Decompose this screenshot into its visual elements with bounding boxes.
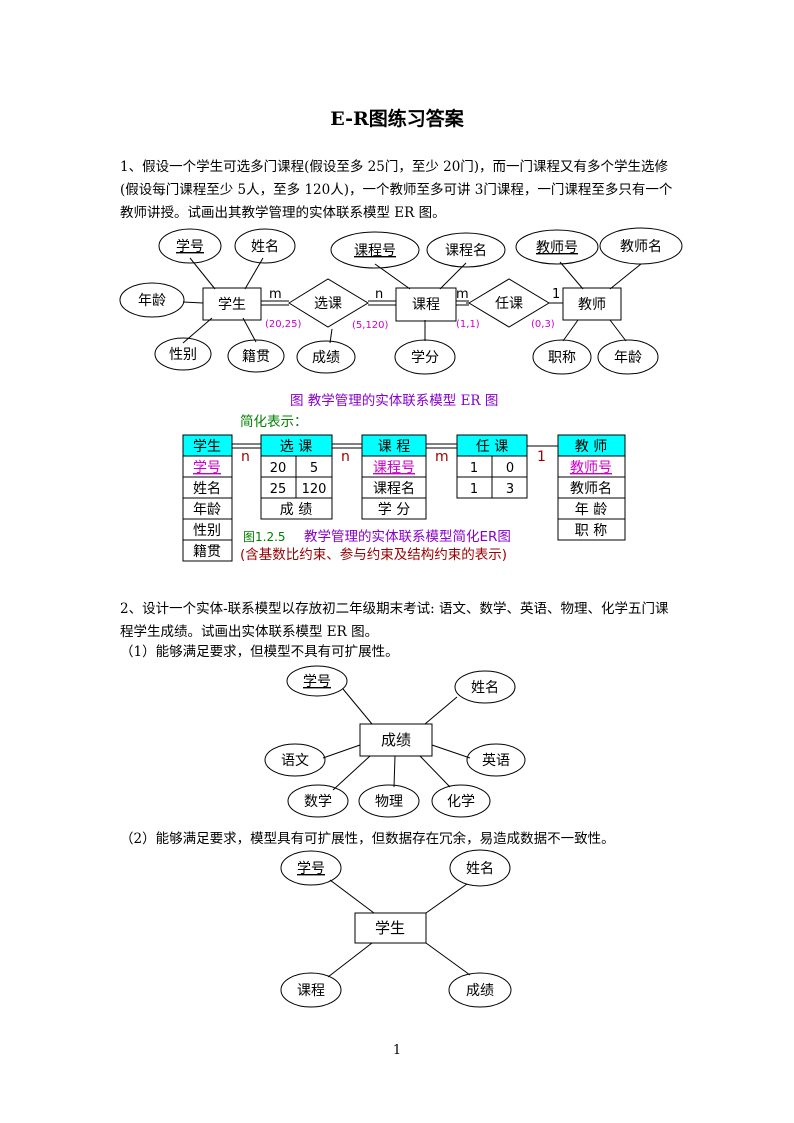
simp-caption-sub: (含基数比约束、参与约束及结构约束的表示)	[240, 546, 507, 563]
entity-student: 学生	[218, 297, 246, 313]
simp-course-row: 课程名	[373, 481, 415, 497]
simp-select-cell: 120	[302, 482, 327, 497]
star1-attr-math: 数学	[304, 794, 332, 810]
page-title: E-R图练习答案	[330, 108, 464, 130]
simp-course-row: 课程号	[373, 460, 415, 476]
simplified-label: 简化表示：	[240, 414, 308, 430]
card-n1: n	[375, 287, 383, 302]
star1-entity: 成绩	[381, 731, 411, 749]
question-2-part-1: （1）能够满足要求，但模型不具有可扩展性。	[120, 644, 399, 660]
attr-student-id: 学号	[176, 239, 204, 255]
question-1-text: 1、假设一个学生可选多门课程(假设至多 25门，至少 20门)，而一门课程又有多…	[120, 159, 673, 221]
star1-attr-physics: 物理	[375, 794, 403, 810]
simp-card-one: 1	[537, 449, 546, 465]
star1-attr-english: 英语	[482, 752, 510, 769]
attr-teacher-name: 教师名	[620, 239, 662, 255]
simp-student-row: 性别	[193, 523, 221, 539]
attr-teacher-age: 年龄	[614, 350, 642, 366]
simp-teacher-row: 职 称	[575, 523, 607, 539]
attr-student-origin: 籍贯	[242, 348, 270, 365]
simp-teach-cell: 1	[470, 482, 478, 497]
attr-student-age: 年龄	[138, 293, 166, 309]
star1-attr-name: 姓名	[471, 680, 499, 696]
card-m2: m	[456, 287, 469, 302]
er-diagram-full: 学号 姓名 年龄 性别 籍贯 成绩 课程号 课程名 学分 教师号 教师名 职称 …	[119, 227, 683, 375]
simp-card-m: m	[435, 449, 449, 465]
simp-select-cell: 20	[270, 461, 287, 476]
page-number: 1	[392, 1043, 402, 1058]
simp-course-header: 课 程	[378, 439, 410, 455]
attr-teacher-title: 职称	[548, 350, 576, 366]
attr-student-name: 姓名	[251, 239, 279, 255]
star2-attr-id: 学号	[297, 861, 325, 877]
star1-attr-id: 学号	[303, 674, 331, 690]
simp-student-header: 学生	[193, 439, 221, 455]
simp-select-footer: 成 绩	[280, 502, 312, 518]
simp-teach-header: 任 课	[476, 439, 508, 455]
er-diagram-star-1: 学号 姓名 语文 英语 数学 物理 化学 成绩	[264, 665, 526, 818]
simp-teacher-row: 教师号	[570, 460, 612, 476]
constraint-5-120: (5,120)	[352, 320, 389, 331]
simp-card-n1: n	[241, 449, 250, 465]
er-diagram-simplified: 学生 学号 姓名 年龄 性别 籍贯 选 课 20 5 25 120 成 绩 课 …	[182, 434, 626, 563]
question-2-text: 2、设计一个实体-联系模型以存放初二年级期末考试: 语文、数学、英语、物理、化学…	[120, 601, 669, 640]
simp-select-header: 选 课	[280, 439, 312, 455]
simp-student-row: 学号	[193, 460, 221, 476]
attr-credit: 学分	[411, 350, 439, 366]
constraint-20-25: (20,25)	[265, 319, 302, 330]
attr-student-sex: 性别	[169, 347, 197, 363]
er-caption: 图 教学管理的实体联系模型 ER 图	[290, 393, 499, 409]
simp-teach-cell: 3	[506, 482, 514, 497]
simp-student-row: 姓名	[193, 481, 221, 497]
entity-course: 课程	[412, 297, 440, 313]
simp-select-cell: 5	[310, 461, 318, 476]
simp-teach-cell: 0	[506, 461, 514, 476]
attr-score: 成绩	[312, 350, 340, 366]
attr-course-id: 课程号	[354, 243, 396, 259]
simp-teacher-row: 年 龄	[575, 502, 607, 518]
simp-caption-text: 教学管理的实体联系模型简化ER图	[304, 528, 511, 545]
simp-card-n2: n	[341, 449, 350, 465]
star2-entity: 学生	[375, 919, 405, 937]
star1-attr-chinese: 语文	[281, 753, 309, 769]
er-diagram-star-2: 学号 姓名 课程 成绩 学生	[280, 849, 512, 1008]
entity-teacher: 教师	[578, 297, 606, 313]
star2-attr-course: 课程	[297, 983, 325, 999]
star1-attr-chemistry: 化学	[447, 794, 475, 810]
attr-teacher-id: 教师号	[536, 240, 578, 256]
constraint-1-1: (1,1)	[456, 319, 480, 330]
question-2-part-2: （2）能够满足要求，模型具有可扩展性，但数据存在冗余，易造成数据不一致性。	[120, 831, 615, 847]
star2-attr-score: 成绩	[466, 983, 494, 999]
attr-course-name: 课程名	[445, 243, 487, 259]
constraint-0-3: (0,3)	[531, 319, 555, 330]
simp-student-row: 年龄	[193, 502, 221, 518]
simp-teacher-header: 教 师	[575, 439, 607, 455]
simp-caption-num: 图1.2.5	[243, 530, 286, 544]
simp-teach-cell: 1	[470, 461, 478, 476]
card-one: 1	[552, 287, 560, 302]
star2-attr-name: 姓名	[466, 861, 494, 877]
simp-course-row: 学 分	[378, 502, 410, 518]
simp-select-cell: 25	[270, 482, 287, 497]
card-m1: m	[269, 287, 282, 302]
simp-student-row: 籍贯	[193, 543, 221, 560]
simp-teacher-row: 教师名	[570, 481, 612, 497]
relation-select: 选课	[314, 296, 342, 312]
relation-teach: 任课	[495, 296, 523, 312]
